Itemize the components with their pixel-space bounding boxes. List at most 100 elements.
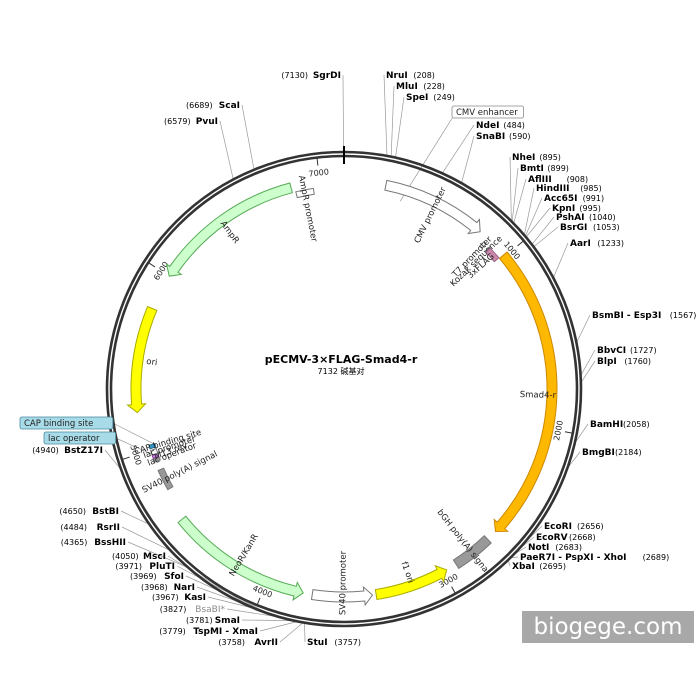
site-mlui[interactable]: MluI(228) [396,82,445,92]
site-name: ScaI [219,101,240,111]
feature-shape[interactable] [152,456,161,463]
site-position: (2683) [555,543,582,552]
feature-shape[interactable] [295,187,315,199]
site-hindiii[interactable]: HindIII(985) [536,184,602,194]
site-name: PvuI [196,117,218,127]
site-acc65i[interactable]: Acc65I (991) [544,194,604,204]
feature-shape[interactable] [478,241,487,250]
site-position: (2656) [577,522,604,531]
site-leader [241,104,255,171]
site-kpni[interactable]: KpnI(995) [552,204,601,214]
site-pluti[interactable]: PluTI(3971) [115,562,175,572]
site-ndei[interactable]: NdeI(484) [476,121,525,131]
boxed-label-bg [43,431,116,445]
boxed-cap-binding[interactable]: CAP binding site [19,416,114,430]
site-msci[interactable]: MscI(4050) [112,552,166,562]
site-leader [279,621,305,643]
feature-shape[interactable] [384,179,481,235]
site-name: SnaBI [476,132,505,142]
site-bamhi[interactable]: BamHI(2058) [590,420,650,430]
site-bmgbi[interactable]: BmgBI(2184) [582,448,642,458]
site-afliii[interactable]: AflIII(908) [528,175,588,185]
site-name: SmaI [215,616,240,626]
site-position: (1567) [670,311,697,320]
site-position: (1760) [624,357,651,366]
feature-shape[interactable] [493,251,558,533]
site-scai[interactable]: ScaI (6689) [186,101,240,111]
feature-shape[interactable] [177,515,304,602]
feature-ori[interactable]: ori [126,305,158,414]
site-paer7i-pspxi-xhoi[interactable]: PaeR7I - PspXI - XhoI(2689) [520,553,669,563]
site-blpi[interactable]: BlpI(1760) [597,357,651,367]
feature-shape[interactable] [148,443,157,450]
site-position: (4365) [61,538,88,547]
site-bstz17i[interactable]: BstZ17I(4940) [32,446,103,456]
feature-ampr[interactable]: AmpR [165,182,293,277]
feature-bgh[interactable]: bGH poly(A) signal [435,508,492,577]
site-position: (1233) [597,239,624,248]
site-pshai[interactable]: PshAI(1040) [556,213,616,223]
site-sfoi[interactable]: SfoI(3969) [130,572,184,582]
site-position: (2058) [623,420,650,429]
boxed-lac-operator-box[interactable]: lac operator [43,431,116,445]
feature-smad4[interactable]: Smad4-r [493,251,558,533]
site-bsabi-[interactable]: BsaBI*(3827) [160,605,226,615]
site-leader [509,156,512,223]
site-name: Acc65I [544,194,578,204]
site-smai[interactable]: SmaI(3781) [186,616,240,626]
site-bsrgi[interactable]: BsrGI(1053) [560,223,620,233]
feature-shape[interactable] [126,305,158,414]
plasmid-name: pECMV-3×FLAG-Smad4-r [265,353,418,366]
site-nhei[interactable]: NheI(895) [512,153,561,163]
site-leader [575,314,591,345]
feature-shape[interactable] [151,452,160,460]
leader-lines [104,74,596,643]
site-tspmi-xmai[interactable]: TspMI - XmaI(3779) [159,627,258,637]
site-name: NdeI [476,121,499,131]
feature-shape[interactable] [149,447,159,456]
feature-f1-ori[interactable]: f1 ori [374,560,448,601]
feature-shape[interactable] [165,182,293,277]
site-sgrdi[interactable]: SgrDI(7130) [281,71,341,81]
feature-sv40-promoter[interactable]: SV40 promoter [310,550,374,615]
feature-shape[interactable] [374,564,448,601]
site-name: MluI [396,82,418,92]
site-position: (995) [579,204,601,213]
site-bmti[interactable]: BmtI(899) [520,164,569,174]
site-avrii[interactable]: AvrII(3758) [218,638,278,648]
site-kasi[interactable]: KasI(3967) [152,593,206,603]
site-stui[interactable]: StuI(3757) [307,638,361,648]
feature-ampr-promoter[interactable]: AmpR promoter [295,175,319,244]
site-spei[interactable]: SpeI(249) [406,93,455,103]
site-nari[interactable]: NarI(3968) [141,583,195,593]
feature-shape[interactable] [485,247,500,263]
site-position: (991) [583,194,605,203]
site-bstbi[interactable]: BstBI(4650) [59,507,119,517]
site-ecori[interactable]: EcoRI(2656) [544,522,604,532]
feature-neor[interactable]: NeoR/KanR [177,515,304,602]
site-nrui[interactable]: NruI(208) [386,71,435,81]
site-position: (899) [547,164,569,173]
feature-shape[interactable] [310,585,374,607]
site-ecorv[interactable]: EcoRV(2668) [536,533,596,543]
site-bsshii[interactable]: BssHII(4365) [61,538,126,548]
site-aari[interactable]: AarI(1233) [570,239,624,249]
tick-mark [256,597,261,606]
site-bbvci[interactable]: BbvCI(1727) [597,346,657,356]
site-snabi[interactable]: SnaBI(590) [476,132,531,142]
site-leader [552,242,569,280]
feature-kozak[interactable]: Kozak sequence [449,234,505,289]
site-leader [460,135,475,185]
site-bsmbi-esp3i[interactable]: BsmBI - Esp3I(1567) [592,311,696,321]
site-rsrii[interactable]: RsrII(4484) [60,523,120,533]
feature-shape[interactable] [157,467,174,491]
site-position: (3781) [186,616,213,625]
site-noti[interactable]: NotI(2683) [528,543,582,553]
site-position: (1727) [630,346,657,355]
site-pvui[interactable]: PvuI(6579) [164,117,218,127]
feature-shape[interactable] [452,535,492,570]
boxed-cmv-enhancer[interactable]: CMV enhancer [451,105,524,119]
site-xbai[interactable]: XbaI(2695) [512,562,566,572]
site-position: (6689) [186,101,213,110]
